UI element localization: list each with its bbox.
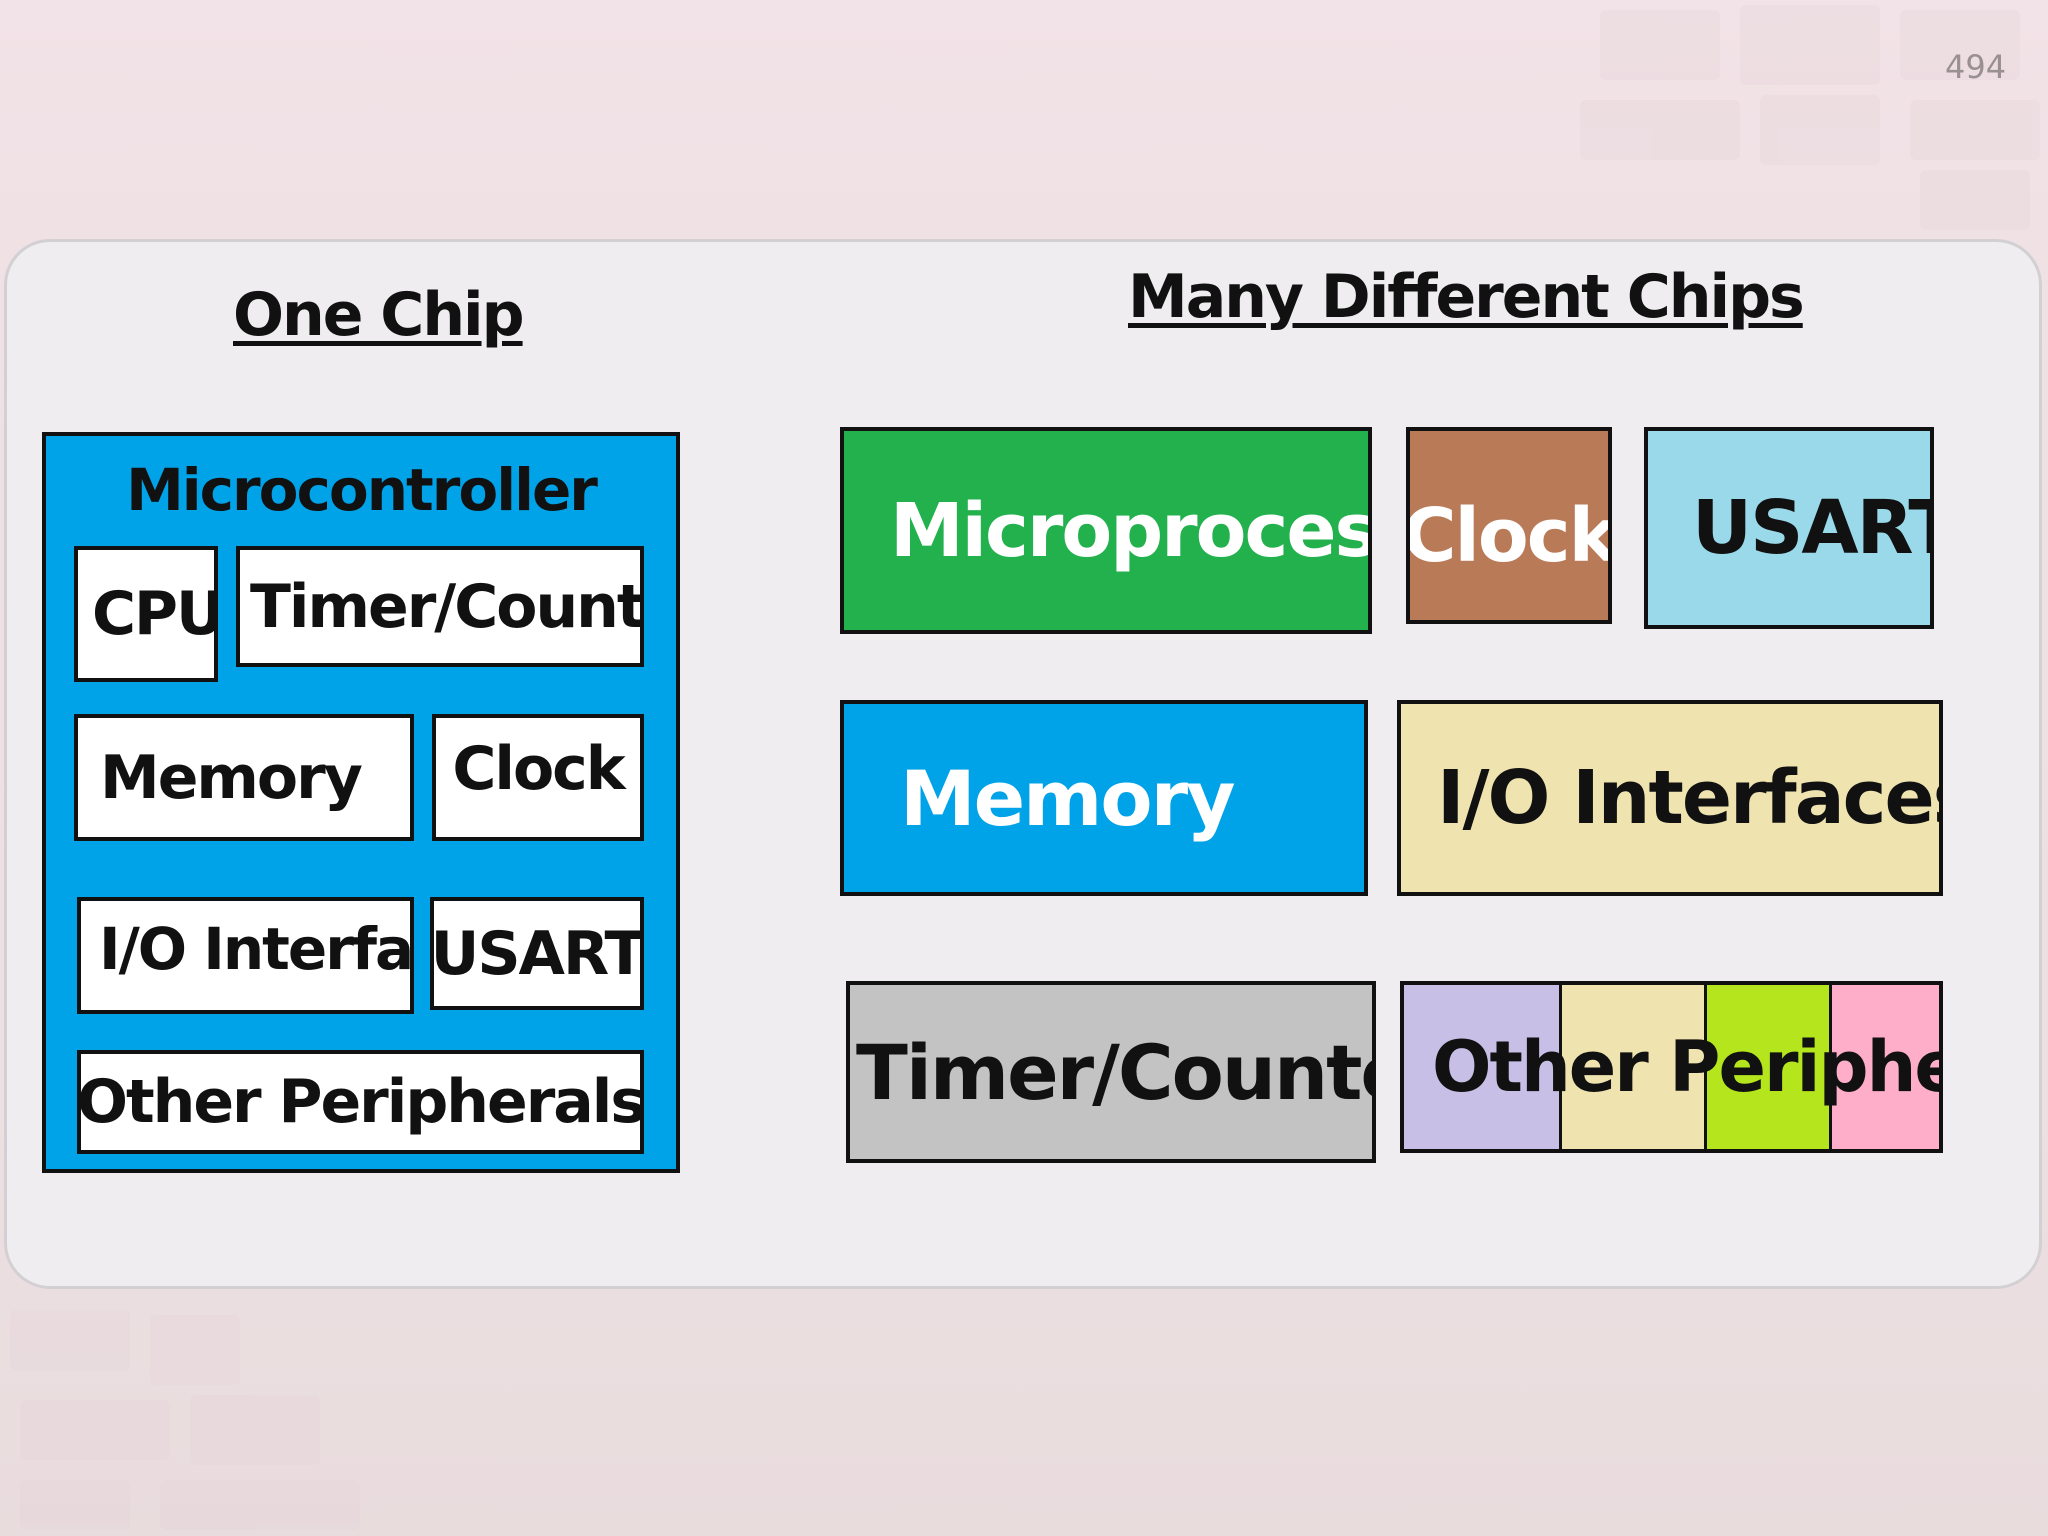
mc-memory-box: Memory [74, 714, 414, 841]
page-number: 494 [1945, 48, 2007, 86]
other-peripherals-segment-3 [1704, 985, 1832, 1149]
mc-clock-label: Clock [452, 734, 625, 804]
mc-clock-box: Clock [432, 714, 644, 841]
chip-clock: Clock [1406, 427, 1612, 624]
microcontroller-title: Microcontroller [126, 456, 598, 524]
chip-microprocessor-label: Microprocessor [890, 487, 1368, 574]
other-peripherals-segment-2 [1559, 985, 1707, 1149]
chip-timer-counter: Timer/Counter [846, 981, 1376, 1163]
chip-io-interfaces: I/O Interfaces [1397, 700, 1943, 896]
chip-other-peripherals: Other Peripherals [1400, 981, 1943, 1153]
chip-memory-label: Memory [900, 753, 1236, 843]
mc-other-peripherals-box: Other Peripherals [77, 1050, 644, 1154]
chip-io-interfaces-label: I/O Interfaces [1437, 755, 1943, 841]
one-chip-heading: One Chip [233, 280, 525, 350]
mc-io-interface-box: I/O Interface [77, 897, 414, 1014]
mc-timer-counter-label: Timer/Counter [250, 571, 644, 642]
chip-timer-counter-label: Timer/Counter [856, 1027, 1372, 1117]
chip-memory: Memory [840, 700, 1368, 896]
background-pattern-top [1560, 0, 2048, 239]
mc-memory-label: Memory [100, 742, 363, 813]
background-pattern-bottom [0, 1300, 420, 1536]
other-peripherals-segment-1 [1404, 985, 1559, 1149]
chip-usart: USART [1644, 427, 1934, 629]
mc-cpu-box: CPU [74, 546, 218, 682]
mc-other-peripherals-label: Other Peripherals [77, 1067, 644, 1137]
chip-clock-label: Clock [1406, 493, 1612, 579]
many-chips-heading: Many Different Chips [1128, 262, 1805, 332]
other-peripherals-segment-4 [1829, 985, 1939, 1149]
mc-timer-counter-box: Timer/Counter [236, 546, 644, 667]
mc-cpu-label: CPU [92, 579, 218, 649]
chip-microprocessor: Microprocessor [840, 427, 1372, 634]
mc-usart-box: USART [430, 897, 644, 1010]
mc-usart-label: USART [430, 918, 644, 989]
chip-other-peripherals-label: Other Peripherals [1432, 1026, 1939, 1108]
mc-io-interface-label: I/O Interface [99, 915, 413, 983]
chip-usart-label: USART [1692, 485, 1934, 571]
